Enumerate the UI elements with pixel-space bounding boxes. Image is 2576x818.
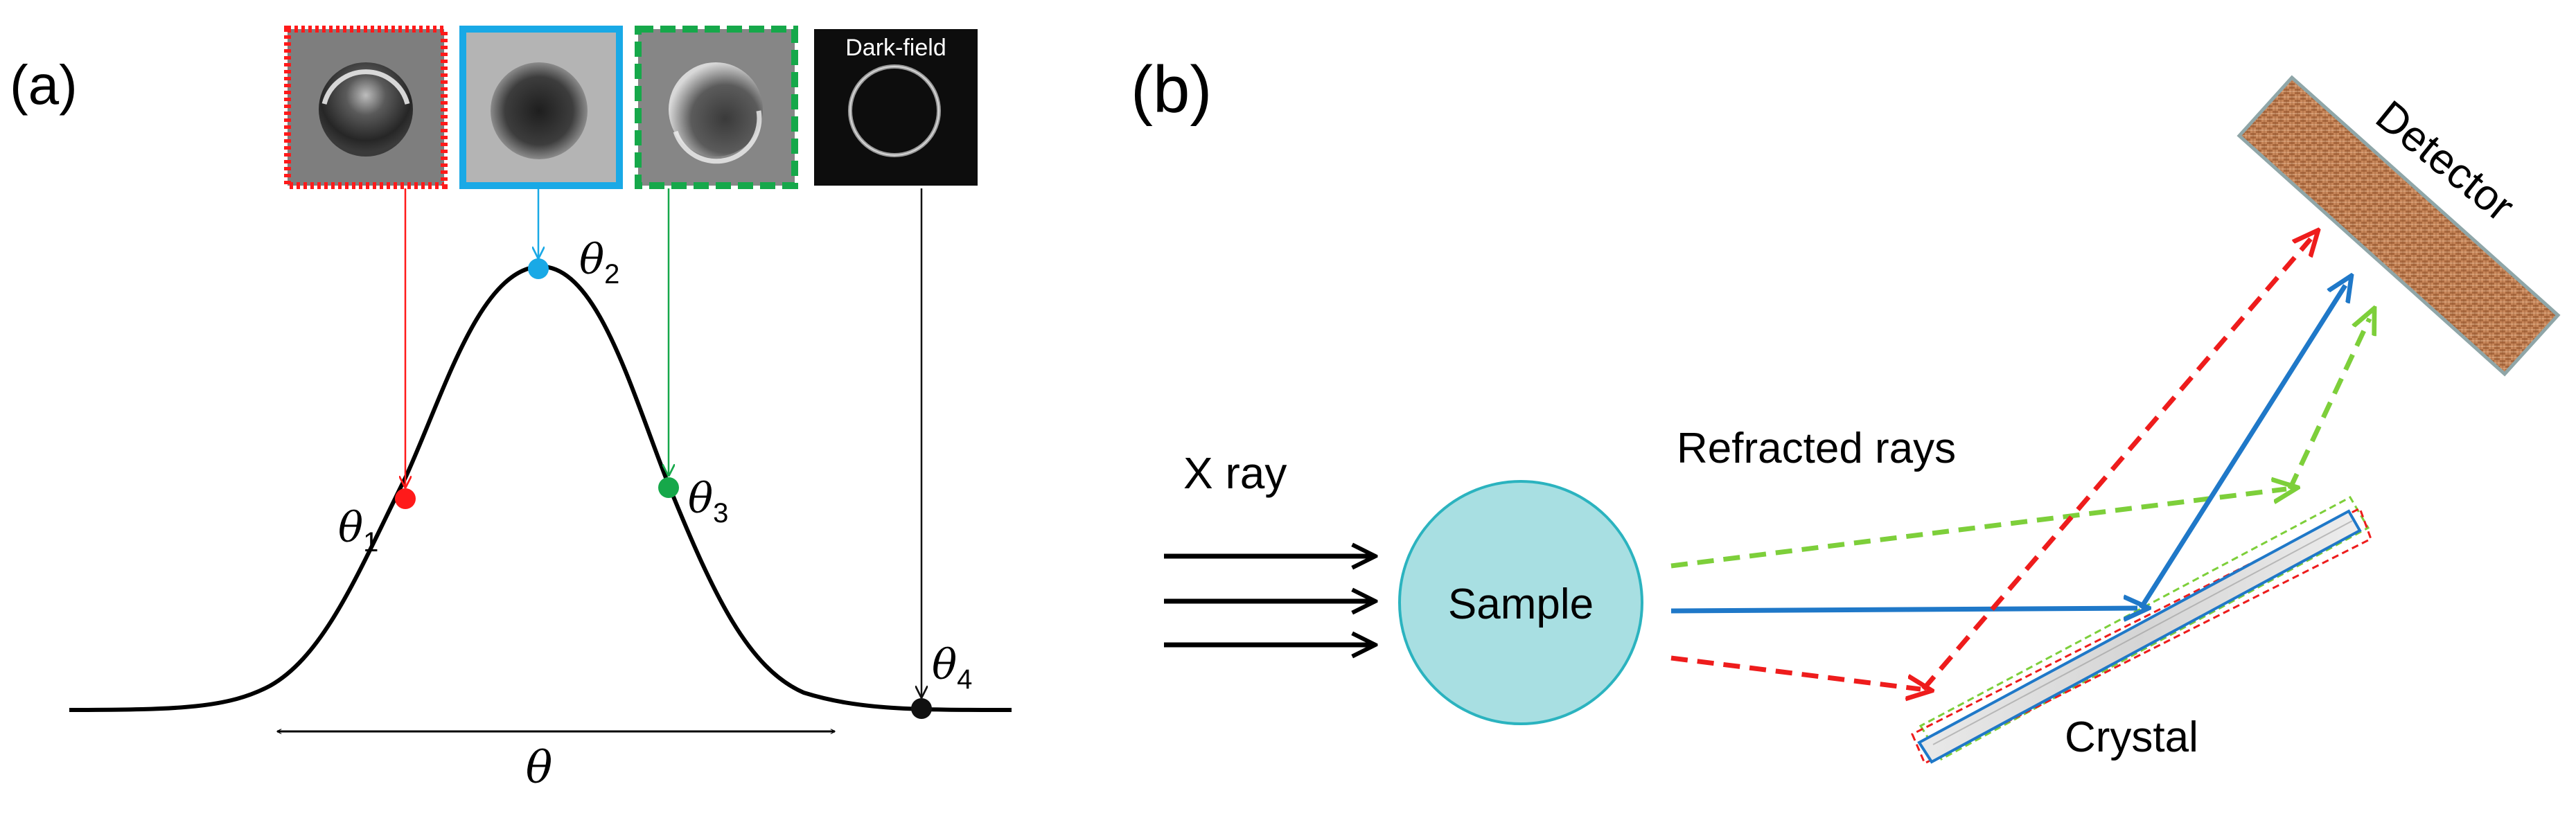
thumbnail-theta1: [284, 26, 448, 189]
xray-arrows: [1164, 556, 1375, 645]
label-theta3: θ3: [688, 474, 728, 528]
point-theta1: [395, 488, 416, 509]
refracted-rays-label: Refracted rays: [1677, 425, 1956, 472]
blue-ray: [1670, 285, 2345, 611]
thumbnail-dark-field: Dark-field: [814, 29, 978, 186]
rocking-curve: [69, 264, 1012, 712]
label-theta2: θ2: [579, 235, 619, 290]
label-theta4: θ4: [932, 641, 972, 695]
label-theta1: θ1: [338, 504, 378, 558]
dark-field-label: Dark-field: [845, 35, 946, 61]
crystal: [1911, 496, 2372, 765]
xray-label: X ray: [1183, 448, 1287, 498]
panel-b-label: (b): [1131, 53, 1212, 127]
axis-theta-label: θ: [526, 743, 553, 794]
point-theta3: [658, 477, 679, 498]
crystal-label: Crystal: [2065, 713, 2198, 761]
sample-circle: [1398, 480, 1643, 725]
green-ray: [1670, 319, 2370, 569]
point-theta2: [528, 258, 549, 279]
sample-label: Sample: [1448, 580, 1594, 628]
panel-a-label: (a): [10, 54, 78, 116]
red-ray: [1670, 239, 2311, 689]
detector: [2237, 75, 2561, 377]
point-theta4: [911, 698, 932, 719]
thumbnail-theta3: [635, 26, 798, 189]
thumbnail-theta2: [459, 26, 623, 189]
